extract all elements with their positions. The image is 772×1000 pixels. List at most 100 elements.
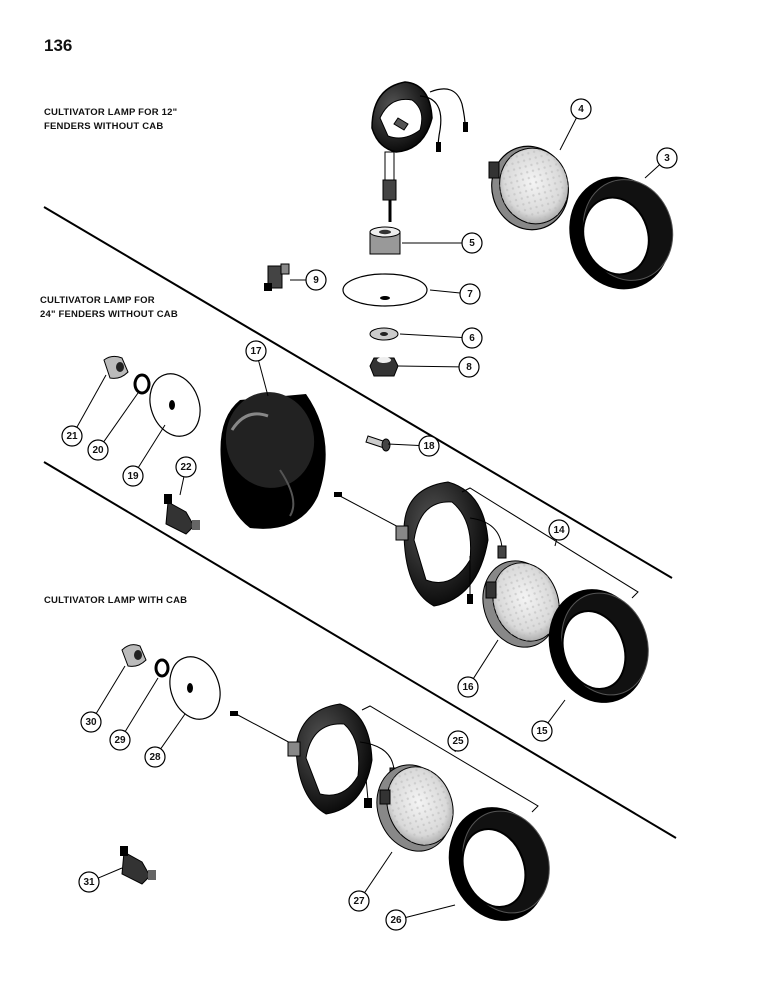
callout-22: 22: [175, 456, 197, 496]
callout-leader: [559, 117, 577, 151]
callout-leader: [399, 333, 463, 338]
callout-4: 4: [559, 98, 592, 151]
connector-part-31: [120, 846, 156, 885]
connector-part-22: [164, 494, 200, 535]
section-title-line: CULTIVATOR LAMP FOR: [40, 295, 155, 306]
nut-part-8: [369, 357, 399, 377]
callout-number: 30: [85, 717, 97, 728]
lamp-assembly-12in: [264, 81, 674, 377]
callout-30: 30: [80, 665, 126, 733]
callout-circle: [80, 711, 102, 733]
lens-part-27: [376, 764, 454, 852]
callout-number: 9: [313, 275, 319, 286]
bezel-part-3: [569, 176, 674, 290]
callout-3: 3: [644, 147, 678, 179]
callout-leader: [405, 904, 456, 919]
nut-part-30: [121, 644, 147, 667]
section-title-12in-fenders: CULTIVATOR LAMP FOR 12" FENDERS WITHOUT …: [44, 106, 244, 134]
callout-19: 19: [122, 424, 166, 487]
callout-leader: [472, 639, 499, 679]
callout-leader: [124, 677, 159, 732]
section-title-line: FENDERS WITHOUT CAB: [44, 121, 164, 132]
callout-leader: [547, 699, 566, 724]
washer-part-6: [369, 327, 399, 341]
nut-part-21: [103, 355, 129, 379]
section-title-line: CULTIVATOR LAMP FOR 12": [44, 107, 178, 118]
assembly-bracket-14: [461, 487, 639, 599]
divider-line-upper: [43, 206, 673, 579]
callout-7: 7: [429, 283, 481, 305]
housing-part-17: [220, 392, 326, 529]
callout-17: 17: [245, 340, 269, 397]
callout-circle: [447, 730, 469, 752]
callout-6: 6: [399, 327, 483, 349]
callout-leader: [387, 443, 420, 447]
callout-27: 27: [348, 851, 393, 912]
callout-21: 21: [61, 374, 107, 447]
callout-number: 14: [553, 525, 565, 536]
callout-number: 20: [92, 445, 104, 456]
callout-5: 5: [402, 232, 483, 254]
lamp-shell-14: [334, 481, 507, 607]
callout-31: 31: [78, 867, 123, 893]
callout-25: 25: [447, 730, 469, 753]
callout-number: 15: [536, 726, 548, 737]
gasket-part-19: [149, 373, 201, 437]
callout-number: 27: [353, 896, 365, 907]
callout-leader: [364, 851, 393, 893]
callout-circle: [418, 435, 440, 457]
callout-number: 7: [467, 289, 473, 300]
callout-number: 21: [66, 431, 78, 442]
callout-circle: [122, 465, 144, 487]
callout-circle: [457, 676, 479, 698]
section-title-line: CULTIVATOR LAMP WITH CAB: [44, 595, 188, 606]
callout-leader: [179, 476, 185, 496]
callout-20: 20: [87, 392, 139, 461]
callout-circle: [175, 456, 197, 478]
callout-circle: [461, 232, 483, 254]
callout-number: 19: [127, 471, 139, 482]
callout-leader: [160, 713, 186, 750]
bezel-part-15: [548, 589, 649, 703]
callout-circle: [385, 909, 407, 931]
callout-leader: [644, 164, 660, 179]
lens-part-4: [488, 145, 569, 231]
callout-leader: [76, 374, 107, 428]
callout-number: 28: [149, 752, 161, 763]
callout-circle: [144, 746, 166, 768]
callout-circle: [656, 147, 678, 169]
screw-part-18: [365, 435, 391, 452]
callout-circle: [531, 720, 553, 742]
callout-number: 4: [578, 104, 584, 115]
callout-circle: [348, 890, 370, 912]
bezel-part-26: [448, 807, 550, 921]
lamp-assembly-24in: [103, 355, 649, 703]
lamp-shell-25: [230, 703, 399, 815]
callout-number: 16: [462, 682, 474, 693]
callout-circle: [245, 340, 267, 362]
spacer-part-5: [369, 226, 401, 255]
lamp-shell-12in: [371, 81, 468, 222]
callout-15: 15: [531, 699, 566, 742]
divider-line-lower: [43, 461, 677, 839]
callout-number: 26: [390, 915, 402, 926]
callout-number: 3: [664, 153, 670, 164]
callout-leader: [98, 867, 123, 879]
callout-18: 18: [387, 435, 440, 457]
callout-number: 31: [83, 877, 95, 888]
callout-number: 5: [469, 238, 475, 249]
callout-leader: [429, 289, 461, 294]
section-title-24in-fenders: CULTIVATOR LAMP FOR 24" FENDERS WITHOUT …: [40, 294, 240, 322]
callout-number: 8: [466, 362, 472, 373]
callout-circle: [458, 356, 480, 378]
callout-circle: [461, 327, 483, 349]
callout-circle: [109, 729, 131, 751]
callout-leader: [397, 365, 460, 368]
callout-leader: [554, 539, 558, 547]
callout-circle: [78, 871, 100, 893]
gasket-part-28: [169, 656, 221, 720]
callout-leader: [258, 360, 269, 397]
lens-part-16: [482, 560, 560, 648]
